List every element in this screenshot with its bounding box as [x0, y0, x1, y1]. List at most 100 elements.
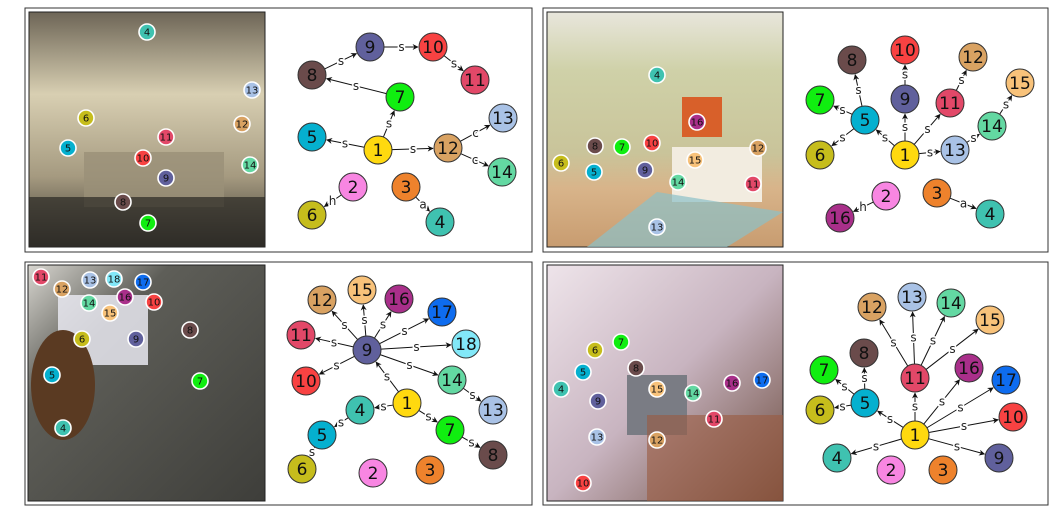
- node-circle: [900, 363, 930, 393]
- graph-node-11: 11: [900, 363, 930, 393]
- node-circle: [890, 84, 920, 114]
- node-circle: [935, 88, 965, 118]
- marker-dot: [648, 431, 666, 449]
- edge-label: h: [859, 200, 867, 214]
- graph-node-11: 11: [460, 65, 490, 95]
- edge-label: s: [386, 117, 392, 131]
- edge-12-14: c: [460, 152, 489, 169]
- marker-label: 10: [137, 154, 150, 165]
- node-circle: [805, 85, 835, 115]
- node-label: 10: [295, 372, 317, 392]
- photo-marker-8: 8: [627, 359, 645, 377]
- marker-label: 12: [56, 285, 69, 296]
- marker-label: 12: [752, 144, 765, 155]
- edge-9-10: s: [900, 64, 910, 85]
- marker-label: 11: [708, 415, 721, 426]
- node-label: 12: [437, 139, 459, 159]
- edge-5-6: s: [307, 444, 316, 461]
- node-label: 8: [307, 66, 318, 86]
- node-circle: [363, 135, 393, 165]
- node-circle: [392, 388, 422, 418]
- graph-node-7: 7: [809, 355, 839, 385]
- node-circle: [460, 65, 490, 95]
- edge-label: s: [468, 436, 474, 450]
- marker-dot: [59, 139, 77, 157]
- edge-arrow: [925, 328, 979, 370]
- marker-label: 14: [83, 299, 96, 310]
- graph-node-14: 14: [437, 365, 467, 395]
- edge-arrow: [913, 113, 941, 145]
- edge-9-17: s: [379, 318, 430, 345]
- graph-node-1: 1: [900, 420, 930, 450]
- edge-9-15: s: [360, 304, 369, 337]
- graph-node-14: 14: [936, 288, 966, 318]
- edge-label: s: [361, 313, 367, 327]
- node-circle: [849, 338, 879, 368]
- edge-arrow: [380, 342, 452, 350]
- edge-label: s: [398, 40, 404, 54]
- edge-11-12: s: [955, 69, 967, 91]
- photo-marker-10: 10: [643, 134, 661, 152]
- marker-dot: [636, 161, 654, 179]
- node-label: 4: [435, 213, 446, 233]
- node-circle: [355, 32, 385, 62]
- edge-3-4: a: [415, 196, 430, 213]
- edge-label: s: [338, 416, 344, 430]
- marker-dot: [114, 193, 132, 211]
- node-label: 8: [488, 446, 499, 466]
- graph-node-6: 6: [805, 140, 835, 170]
- marker-label: 8: [592, 142, 598, 153]
- graph-node-10: 10: [890, 35, 920, 65]
- marker-label: 4: [144, 28, 150, 39]
- marker-label: 8: [633, 364, 639, 375]
- node-circle: [850, 388, 880, 418]
- graph-node-8: 8: [837, 45, 867, 75]
- node-label: 8: [847, 51, 858, 71]
- node-label: 9: [365, 38, 376, 58]
- edge-arrow: [374, 404, 394, 410]
- edge-label: s: [406, 358, 412, 372]
- graph-node-2: 2: [876, 455, 906, 485]
- edge-arrow: [835, 379, 855, 395]
- edge-arrow: [834, 403, 852, 410]
- edge-1-4: s: [374, 398, 394, 415]
- edge-arrow: [391, 145, 434, 152]
- teddy-bear: [31, 330, 95, 440]
- edge-label: s: [861, 371, 867, 385]
- marker-dot: [613, 138, 631, 156]
- edge-label: s: [882, 131, 888, 145]
- node-circle: [857, 292, 887, 322]
- edge-arrow: [928, 438, 986, 456]
- edge-9-12: s: [331, 310, 359, 340]
- edge-label: s: [957, 401, 963, 415]
- marker-label: 8: [120, 198, 126, 209]
- node-circle: [297, 60, 327, 90]
- node-label: 16: [829, 209, 851, 229]
- node-circle: [307, 420, 337, 450]
- node-circle: [850, 105, 880, 135]
- node-circle: [487, 157, 517, 187]
- marker-label: 11: [160, 133, 173, 144]
- edge-arrow: [443, 55, 464, 72]
- edge-arrow: [379, 318, 430, 345]
- edge-label: s: [930, 334, 936, 348]
- marker-dot: [612, 333, 630, 351]
- edge-1-9: s: [900, 113, 910, 141]
- edge-label: c: [472, 126, 479, 140]
- node-label: 13: [944, 141, 966, 161]
- graph-node-15: 15: [1005, 68, 1035, 98]
- node-circle: [437, 365, 467, 395]
- node-label: 5: [860, 394, 871, 414]
- edge-9-10: s: [384, 39, 419, 56]
- marker-label: 5: [65, 144, 71, 155]
- marker-label: 17: [137, 278, 150, 289]
- edge-5-6: s: [834, 398, 852, 415]
- marker-label: 15: [651, 385, 664, 396]
- edge-14-15: s: [999, 95, 1013, 115]
- marker-label: 9: [133, 335, 139, 346]
- node-circle: [936, 288, 966, 318]
- node-circle: [291, 366, 321, 396]
